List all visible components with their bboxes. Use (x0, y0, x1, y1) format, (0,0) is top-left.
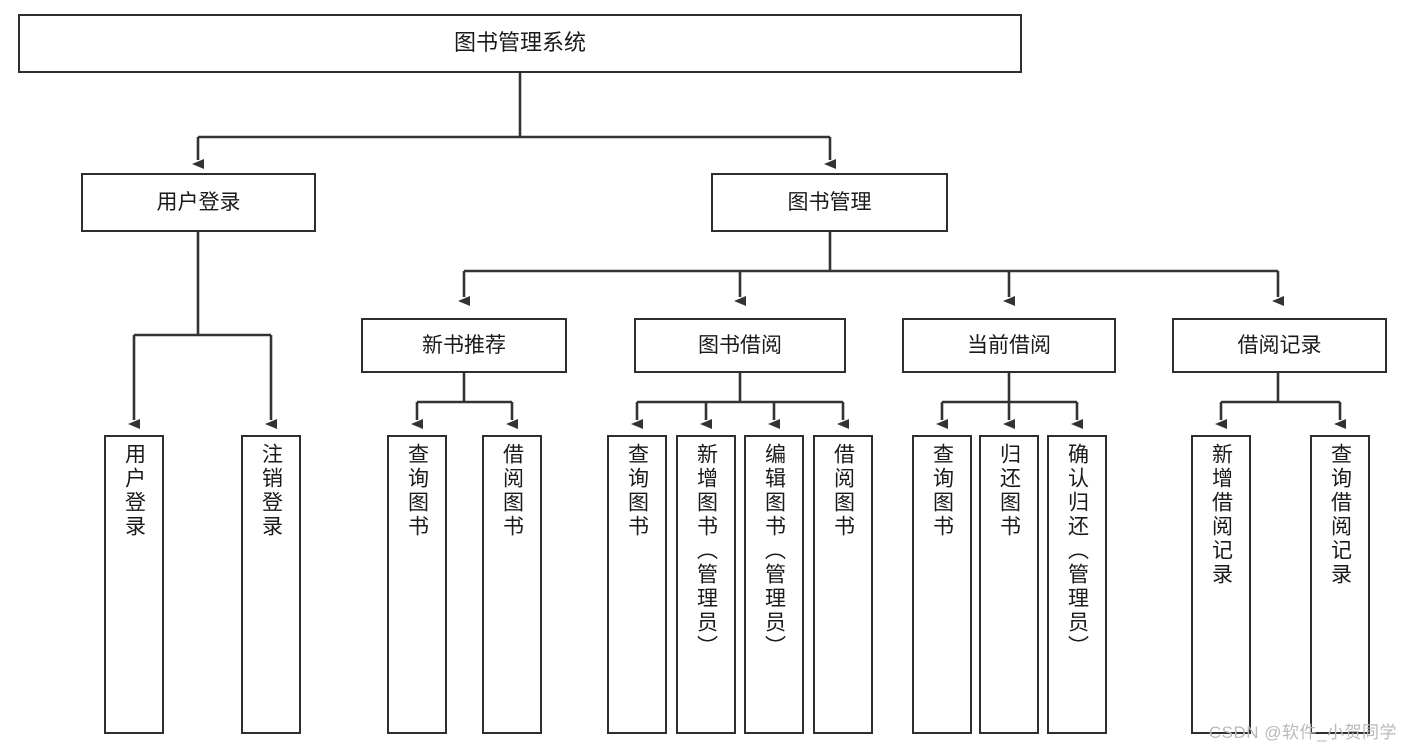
node-label: 当前借阅 (967, 333, 1051, 357)
node-label: 图书管理系统 (453, 30, 586, 56)
node-leaf-confirm-return-admin[interactable]: 确认归还（管理员） (1047, 435, 1107, 734)
node-leaf-return-book[interactable]: 归还图书 (979, 435, 1039, 734)
node-label: 查询图书 (405, 443, 429, 539)
node-new-book-recommend[interactable]: 新书推荐 (361, 318, 567, 373)
node-leaf-add-book-admin[interactable]: 新增图书（管理员） (676, 435, 736, 734)
node-label: 新增借阅记录 (1209, 443, 1233, 587)
node-book-borrow[interactable]: 图书借阅 (634, 318, 846, 373)
node-user-login[interactable]: 用户登录 (81, 173, 316, 232)
node-label: 图书管理 (787, 190, 872, 214)
node-leaf-user-login[interactable]: 用户登录 (104, 435, 164, 734)
node-label: 借阅图书 (831, 443, 855, 539)
node-root-book-management-system[interactable]: 图书管理系统 (18, 14, 1022, 73)
node-leaf-query-book-borrow[interactable]: 查询图书 (607, 435, 667, 734)
node-leaf-borrow-book[interactable]: 借阅图书 (813, 435, 873, 734)
node-leaf-logout[interactable]: 注销登录 (241, 435, 301, 734)
node-leaf-borrow-book-new[interactable]: 借阅图书 (482, 435, 542, 734)
node-label: 查询图书 (930, 443, 954, 539)
node-leaf-query-book-new[interactable]: 查询图书 (387, 435, 447, 734)
node-label: 确认归还（管理员） (1065, 443, 1089, 659)
node-borrow-record[interactable]: 借阅记录 (1172, 318, 1387, 373)
node-label: 归还图书 (997, 443, 1021, 539)
node-label: 新书推荐 (422, 333, 506, 357)
node-leaf-query-borrow-record[interactable]: 查询借阅记录 (1310, 435, 1370, 734)
node-label: 借阅记录 (1237, 333, 1322, 357)
node-label: 编辑图书（管理员） (762, 443, 786, 659)
node-book-management[interactable]: 图书管理 (711, 173, 948, 232)
node-leaf-add-borrow-record[interactable]: 新增借阅记录 (1191, 435, 1251, 734)
node-leaf-query-book-current[interactable]: 查询图书 (912, 435, 972, 734)
node-label: 用户登录 (122, 443, 146, 539)
node-label: 注销登录 (259, 443, 283, 539)
node-leaf-edit-book-admin[interactable]: 编辑图书（管理员） (744, 435, 804, 734)
node-current-borrow[interactable]: 当前借阅 (902, 318, 1116, 373)
node-label: 查询图书 (625, 443, 649, 539)
node-label: 图书借阅 (698, 333, 782, 357)
node-label: 查询借阅记录 (1328, 443, 1352, 587)
node-label: 用户登录 (156, 190, 241, 214)
watermark-text: CSDN @软件_小贺同学 (1208, 723, 1397, 742)
node-label: 借阅图书 (500, 443, 524, 539)
node-label: 新增图书（管理员） (694, 443, 718, 659)
